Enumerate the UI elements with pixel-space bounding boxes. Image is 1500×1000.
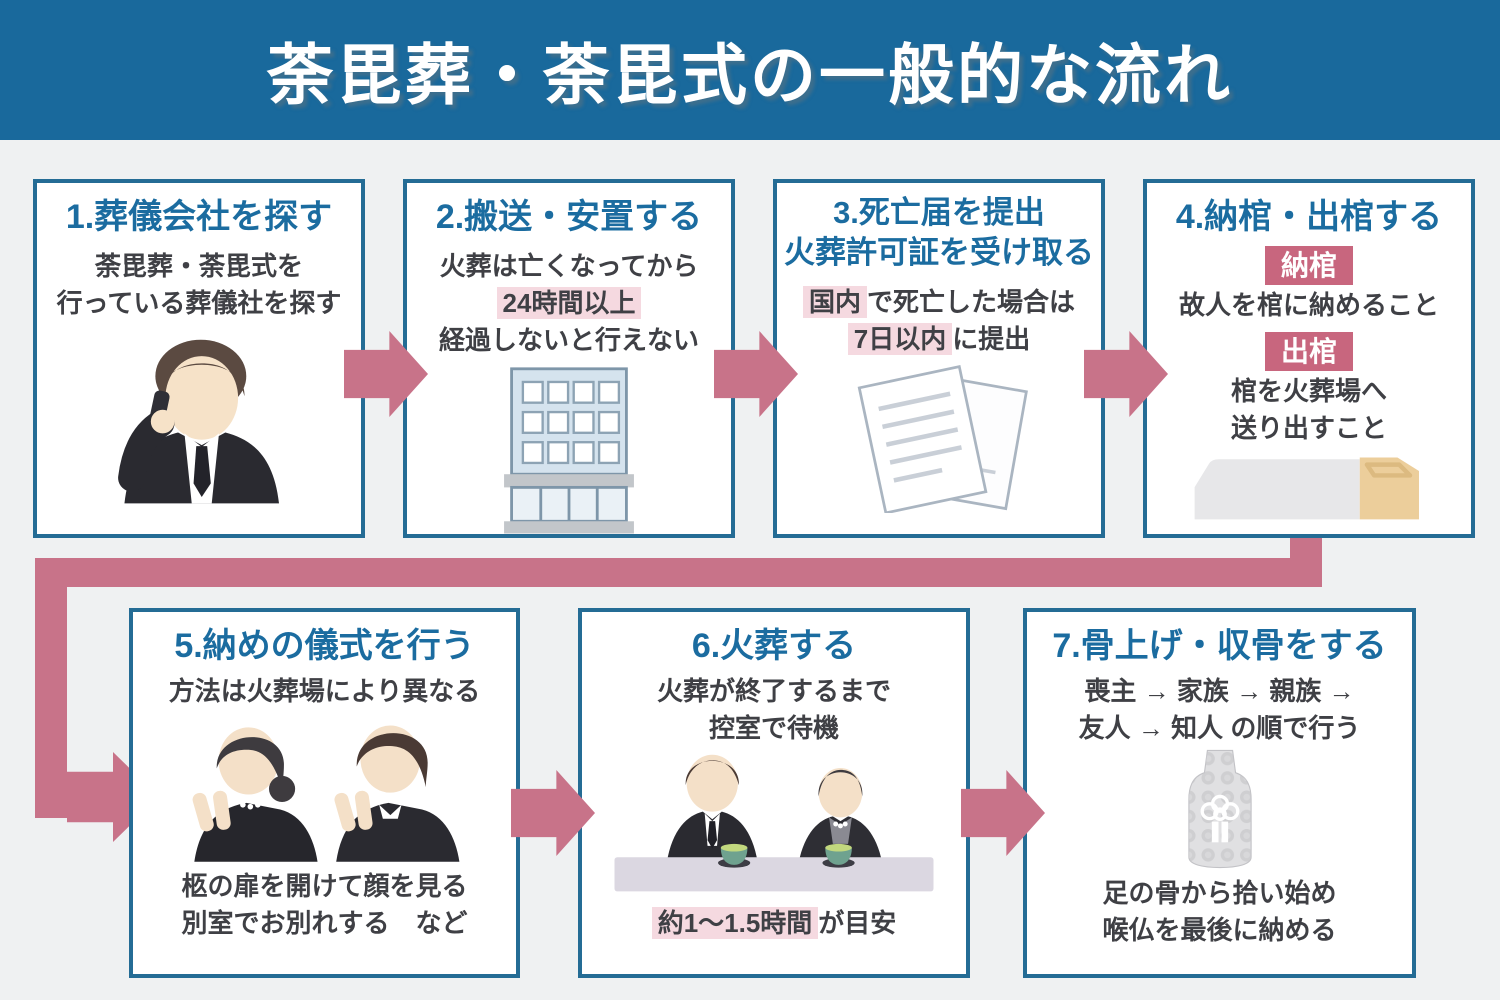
step5-sub: 方法は火葬場により異なる <box>168 675 481 706</box>
step3-text-line2: に提出 <box>952 323 1031 354</box>
step5-note: 柩の扉を開けて顔を見る 別室でお別れする など <box>181 868 467 942</box>
step-box-6: 6.火葬する 火葬が終了するまで 控室で待機 <box>578 608 970 978</box>
step6-sub-line1: 火葬が終了するまで <box>656 675 891 706</box>
step2-text-line1: 火葬は亡くなってから <box>439 250 699 281</box>
step7-note: 足の骨から拾い始め 喉仏を最後に納める <box>1102 875 1336 949</box>
step-box-3: 3.死亡届を提出 火葬許可証を受け取る 国内で死亡した場合は 7日以内に提出 <box>773 179 1105 538</box>
step7-note-line1: 足の骨から拾い始め <box>1102 877 1337 908</box>
step-box-5: 5.納めの儀式を行う 方法は火葬場により異なる 柩の扉を開け <box>129 608 520 978</box>
people-praying-illustration <box>192 725 459 862</box>
waiting-room-illustration <box>614 754 934 892</box>
cremation-urn-illustration <box>1187 749 1252 868</box>
step1-text-line2: 行っている葬儀社を探す <box>56 287 342 318</box>
step3-text: 国内で死亡した場合は 7日以内に提出 <box>802 284 1076 358</box>
step4-badge-shukkan: 出棺 <box>1264 331 1353 371</box>
step7-order-line1: 喪主 → 家族 → 親族 → <box>1084 675 1355 706</box>
building-illustration <box>504 366 634 534</box>
step6-sub-line2: 控室で待機 <box>708 712 839 743</box>
step4-desc2: 棺を火葬場へ 送り出すこと <box>1231 373 1387 447</box>
step1-text-line1: 荼毘葬・荼毘式を <box>94 250 303 281</box>
step4-badge-nokan: 納棺 <box>1264 245 1353 285</box>
coffin-illustration <box>1194 457 1419 519</box>
step1-heading: 1.葬儀会社を探す <box>65 198 333 236</box>
step6-duration-highlight: 約1〜1.5時間 <box>651 906 819 939</box>
step6-duration: 約1〜1.5時間が目安 <box>651 905 897 942</box>
page-title: 荼毘葬・荼毘式の一般的な流れ <box>267 38 1233 112</box>
step-box-2: 2.搬送・安置する 火葬は亡くなってから 24時間以上 経過しないと行えない <box>403 179 735 538</box>
step5-heading: 5.納めの儀式を行う <box>174 627 475 665</box>
step4-desc2-line2: 送り出すこと <box>1230 412 1387 443</box>
step3-highlight2: 7日以内 <box>847 322 953 355</box>
step7-order: 喪主 → 家族 → 親族 → 友人 → 知人 の順で行う <box>1079 673 1361 747</box>
step3-highlight1: 国内 <box>802 285 867 318</box>
step2-heading: 2.搬送・安置する <box>435 198 703 236</box>
person-on-phone-illustration <box>118 339 279 503</box>
connector-horizontal-bar <box>35 558 1322 587</box>
step-box-7: 7.骨上げ・収骨をする 喪主 → 家族 → 親族 → 友人 → 知人 の順で行う… <box>1023 608 1416 978</box>
step2-text-line2: 経過しないと行えない <box>438 324 699 355</box>
step6-heading: 6.火葬する <box>691 627 857 665</box>
step7-note-line2: 喉仏を最後に納める <box>1102 914 1337 945</box>
step7-order-line2: 友人 → 知人 の順で行う <box>1078 712 1361 743</box>
step2-text: 火葬は亡くなってから 24時間以上 経過しないと行えない <box>439 248 699 359</box>
documents-illustration <box>857 365 1028 514</box>
step3-text-line1: で死亡した場合は <box>867 286 1076 317</box>
step6-sub: 火葬が終了するまで 控室で待機 <box>657 673 891 747</box>
step3-heading-line2: 火葬許可証を受け取る <box>784 235 1094 271</box>
step4-desc1: 故人を棺に納めること <box>1178 289 1439 320</box>
connector-vertical-bar <box>35 558 67 818</box>
step5-note-line2: 別室でお別れする など <box>181 907 468 938</box>
step-box-4: 4.納棺・出棺する 納棺 故人を棺に納めること 出棺 棺を火葬場へ 送り出すこと <box>1143 179 1475 538</box>
step7-heading: 7.骨上げ・収骨をする <box>1052 627 1387 665</box>
step-box-1: 1.葬儀会社を探す 荼毘葬・荼毘式を 行っている葬儀社を探す <box>33 179 365 538</box>
step2-highlight: 24時間以上 <box>496 286 642 319</box>
step4-desc2-line1: 棺を火葬場へ <box>1230 375 1387 406</box>
step1-text: 荼毘葬・荼毘式を 行っている葬儀社を探す <box>57 248 342 322</box>
step4-heading: 4.納棺・出棺する <box>1175 198 1443 236</box>
step3-heading-line1: 3.死亡届を提出 <box>833 195 1045 230</box>
step5-note-line1: 柩の扉を開けて顔を見る <box>181 870 468 901</box>
title-band: 荼毘葬・荼毘式の一般的な流れ <box>0 0 1500 140</box>
step6-duration-rest: が目安 <box>818 907 897 938</box>
